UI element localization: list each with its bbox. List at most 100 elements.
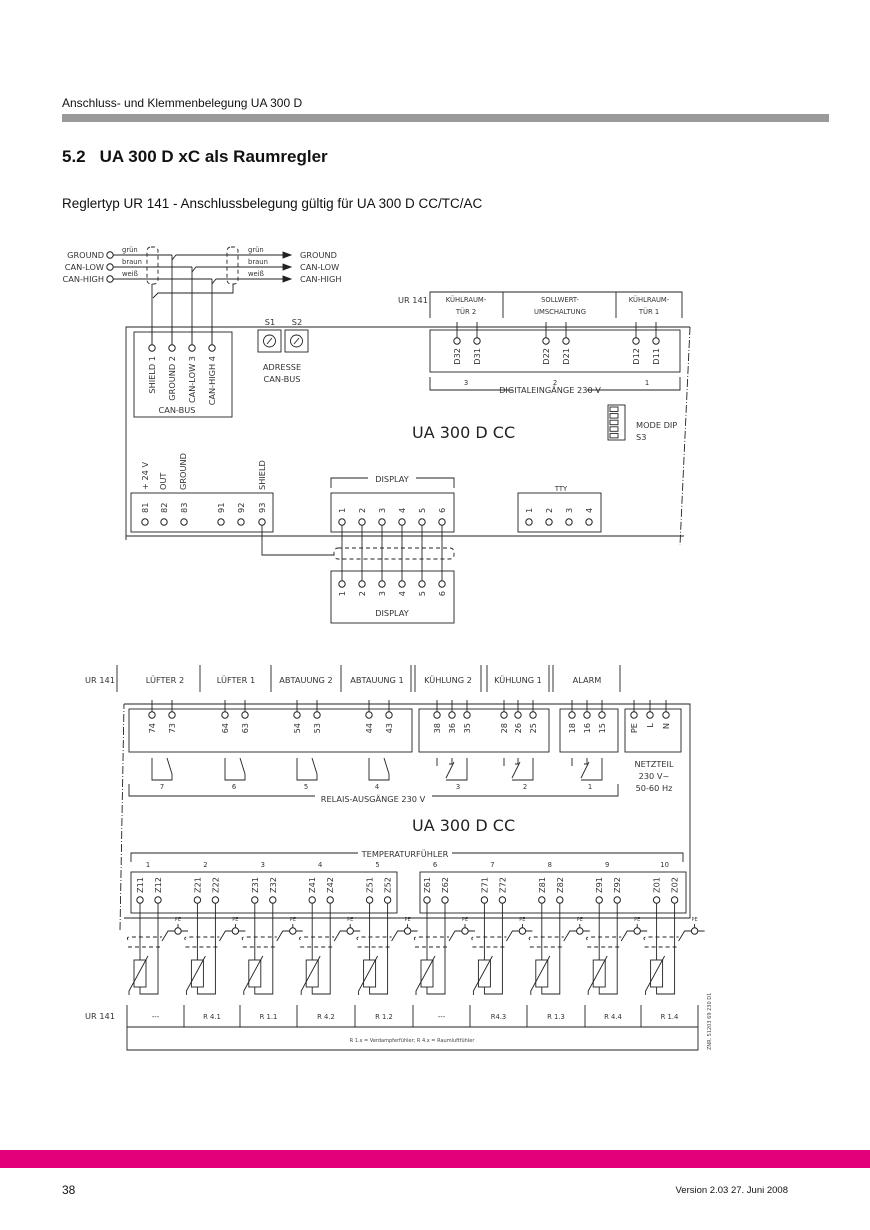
power-pin-icon <box>237 518 245 526</box>
ntc-diagonal-icon <box>300 955 321 995</box>
controller-outline <box>125 326 690 540</box>
supply-pin-icon <box>646 711 654 719</box>
sensor-number: 3 <box>261 861 265 869</box>
relay-changeover-contact-icon <box>436 758 468 781</box>
rotary-switch-icon <box>263 334 276 348</box>
sensor-pin-label: Z01 <box>652 877 662 893</box>
relay-pin-icon <box>221 711 229 719</box>
sensor-pin-label: Z52 <box>383 877 393 893</box>
cable-shield-icon <box>413 936 449 948</box>
cable-shield-icon <box>586 936 622 948</box>
relay-pin-label: 43 <box>384 723 394 733</box>
sensor-assignment: R 4.2 <box>317 1013 335 1021</box>
sensor-wire <box>656 903 676 995</box>
relay-pin-icon <box>514 711 522 719</box>
relay-pin-icon <box>598 711 606 719</box>
digital-group-label: KÜHLRAUM- <box>446 295 487 304</box>
sensor-assignment: R 1.2 <box>375 1013 393 1021</box>
arrow-icon <box>283 264 291 270</box>
sensor-pin-label: Z91 <box>594 877 604 893</box>
sensor-pin-icon <box>154 896 162 904</box>
sensor-pin-icon <box>211 896 220 904</box>
power-pin-label: 82 <box>159 503 169 513</box>
dip-switch-icon <box>609 426 619 432</box>
wire-color-label: grün <box>248 246 264 254</box>
ntc-diagonal-icon <box>128 955 149 995</box>
display-pin-label: 6 <box>437 508 447 513</box>
relay-changeover-contact-icon <box>503 758 534 781</box>
cable-shield-icon <box>146 246 159 285</box>
sensor-pin-icon <box>613 896 621 904</box>
sensor-pin-icon <box>652 896 661 904</box>
input-group-number: 2 <box>553 379 557 387</box>
sensor-pin-label: Z02 <box>670 877 680 893</box>
cable-shield-icon <box>299 936 335 948</box>
display-cable-shield-icon <box>333 547 455 560</box>
controller-outline <box>119 703 125 931</box>
note-box <box>126 1027 699 1051</box>
display-bracket <box>330 477 455 488</box>
page-number: 38 <box>62 1183 76 1197</box>
ur141-label: UR 141 <box>398 295 428 305</box>
power-pin-label: 83 <box>179 503 189 513</box>
section-title: UA 300 D xC als Raumregler <box>99 147 328 166</box>
relay-pin-label: 25 <box>528 723 538 733</box>
relay-pin-icon <box>529 711 537 719</box>
rotary-switch <box>284 329 309 353</box>
relay-connector <box>418 708 550 753</box>
sensor-connector <box>130 871 398 914</box>
ntc-diagonal-icon <box>645 955 665 995</box>
sensor-pin-icon <box>595 896 603 904</box>
remote-display <box>330 570 455 624</box>
sensor-assignment: R 1.1 <box>260 1013 278 1021</box>
input-pin-icon <box>652 337 660 345</box>
header-bar <box>62 114 829 122</box>
sensor-pin-label: Z82 <box>555 877 565 893</box>
relay-pin-icon <box>148 711 156 719</box>
relay-pin-label: 73 <box>167 723 177 733</box>
ntc-diagonal-icon <box>530 955 551 995</box>
dip-switch-icon <box>609 419 619 426</box>
supply-pin-label: N <box>661 723 671 729</box>
sensor-pin-label: Z32 <box>268 877 278 893</box>
pe-terminal-icon <box>633 927 641 935</box>
switch-label: S2 <box>292 317 302 327</box>
ntc-diagonal-icon <box>358 955 378 995</box>
relay-number: 1 <box>588 783 592 791</box>
tty-pin-label: 3 <box>564 508 574 513</box>
can-right-label: CAN-LOW <box>300 262 339 272</box>
ur141-label: UR 141 <box>85 1011 115 1021</box>
power-pin-icon <box>258 518 266 526</box>
sensor-pin-label: Z11 <box>135 877 145 893</box>
tty-pin-icon <box>545 518 553 526</box>
can-terminal-icon <box>106 275 114 283</box>
relay-pin-label: 63 <box>240 723 250 733</box>
tty-pin-icon <box>525 518 533 526</box>
pe-terminal-icon <box>518 927 527 935</box>
dip-switch-icon <box>609 406 619 412</box>
sensor-number: 10 <box>660 861 669 869</box>
relay-pin-label: 35 <box>462 723 472 733</box>
relay-pin-icon <box>168 711 176 719</box>
relay-number: 3 <box>456 783 460 791</box>
display-pin-icon <box>338 580 346 588</box>
tty-label: TTY <box>554 485 568 493</box>
relay-group-label: ABTAUUNG 2 <box>279 675 332 685</box>
power-pin-icon <box>141 518 149 526</box>
wire-color-label: weiß <box>122 270 138 278</box>
can-pin-label: CAN-HIGH 4 <box>207 356 217 405</box>
can-left-label: GROUND <box>67 250 104 260</box>
power-label: SHIELD <box>257 460 267 490</box>
cable-shield-icon <box>643 936 679 948</box>
device-name: UA 300 D CC <box>412 423 515 442</box>
sensor-assignment: R4.3 <box>491 1013 507 1021</box>
display-pin-label: 2 <box>357 508 367 513</box>
supply-pin-icon <box>630 711 638 719</box>
can-wire <box>171 254 288 261</box>
sensor-assignment: R 1.3 <box>547 1013 565 1021</box>
pe-label: PE <box>405 917 411 923</box>
pe-label: PE <box>175 917 181 923</box>
digital-group-label: TÜR 1 <box>638 307 659 316</box>
pe-label: PE <box>519 917 525 923</box>
sensor-resistor-icon <box>190 959 204 988</box>
